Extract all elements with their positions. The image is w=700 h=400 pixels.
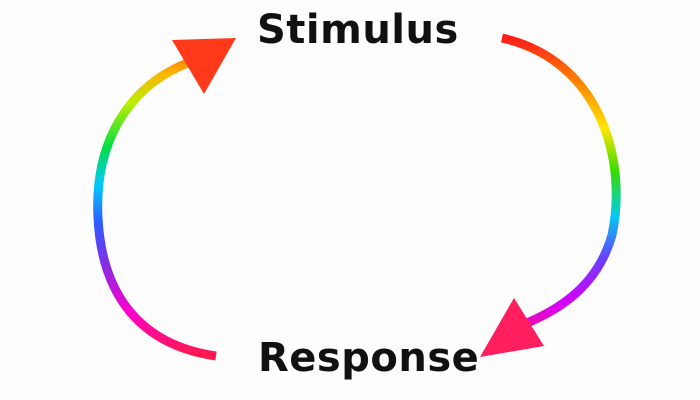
arrowhead-up-icon [172,38,236,94]
arc-left [93,57,217,361]
stimulus-label: Stimulus [257,7,459,53]
arrow-response-to-stimulus [93,38,236,361]
arrow-stimulus-to-response [480,33,621,357]
response-label: Response [258,335,480,381]
arrowhead-down-icon [480,298,544,357]
arc-right [501,33,621,330]
